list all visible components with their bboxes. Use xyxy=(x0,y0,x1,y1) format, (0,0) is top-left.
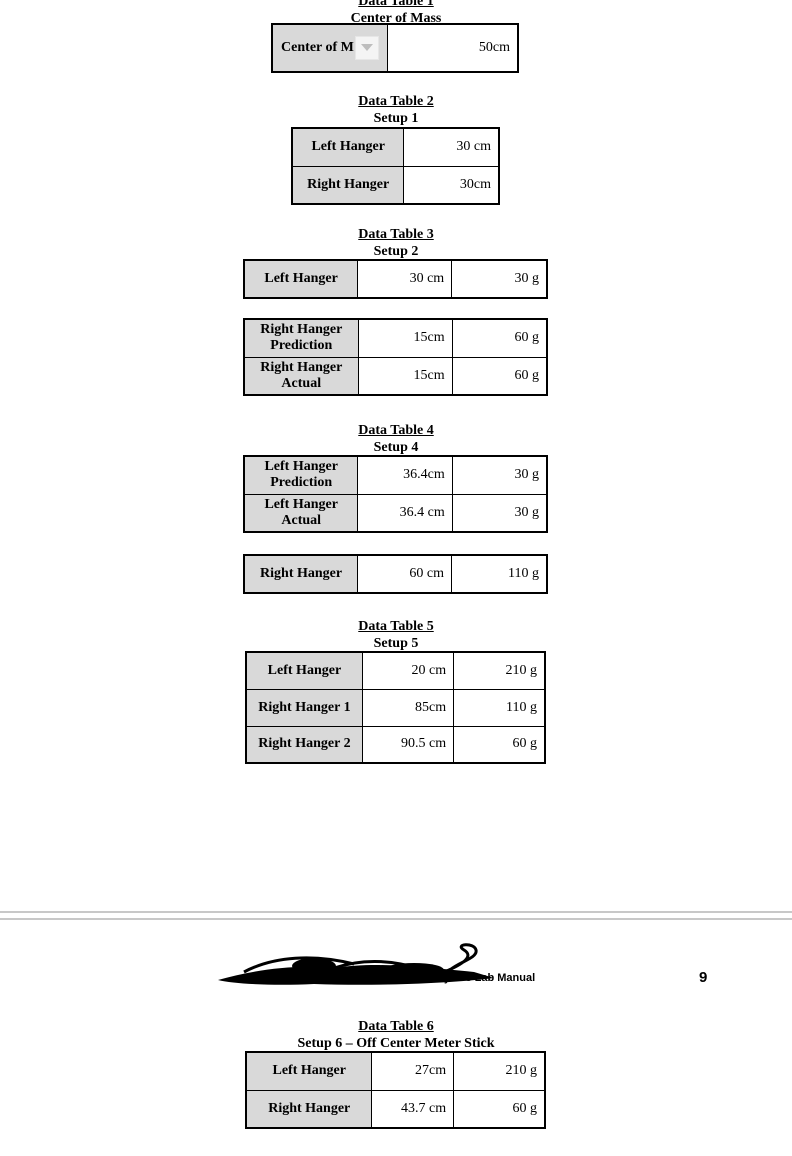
page-number: 9 xyxy=(699,969,708,986)
row-label-cell: Right Hanger xyxy=(245,1089,373,1129)
table-title: Data Table 5 Setup 5 xyxy=(0,618,792,652)
table-heading: Data Table 6 xyxy=(358,1019,434,1034)
row-label: Right Hanger xyxy=(268,1100,351,1116)
row-label-cell: Left Hanger xyxy=(291,127,405,167)
row-label-cell: Left Hanger Prediction xyxy=(243,455,359,495)
value-cell[interactable]: 60 cm xyxy=(357,554,453,594)
value-cell[interactable]: 210 g xyxy=(453,651,546,690)
row-label: Right Hanger Actual xyxy=(260,359,343,391)
table-title: Data Table 6 Setup 6 – Off Center Meter S… xyxy=(0,1018,792,1052)
row-label-cell: Right Hanger xyxy=(291,165,405,205)
value-cell[interactable]: 30cm xyxy=(403,165,500,205)
value-cell[interactable]: 60 g xyxy=(451,356,548,396)
dropdown-arrow-icon[interactable] xyxy=(354,36,379,60)
value-cell[interactable]: 60 g xyxy=(451,318,548,358)
row-label-cell: Right Hanger 1 xyxy=(245,688,363,727)
value-cell[interactable]: 20 cm xyxy=(361,651,455,690)
value-cell[interactable]: 15cm xyxy=(357,318,453,358)
table-row: Center of M 50cm xyxy=(271,23,519,73)
table-subheading: Center of Mass xyxy=(350,11,442,26)
redaction-scribble xyxy=(218,943,494,985)
table-heading: Data Table 5 xyxy=(358,619,434,634)
data-table: Center of M 50cm xyxy=(271,23,519,73)
row-label-cell: Right Hanger Prediction xyxy=(243,318,359,358)
value-cell[interactable]: 60 g xyxy=(453,725,546,764)
value-cell[interactable]: 50cm xyxy=(386,23,519,73)
row-label: Left Hanger xyxy=(264,271,338,286)
table-heading: Data Table 2 xyxy=(358,94,434,109)
row-label-cell: Left Hanger xyxy=(245,1051,373,1091)
table-subheading: Setup 4 xyxy=(373,440,419,455)
value-cell[interactable]: 210 g xyxy=(453,1051,546,1091)
value-cell[interactable]: 30 cm xyxy=(357,259,453,299)
row-label: Right Hanger Prediction xyxy=(260,322,343,354)
table-heading: Data Table 4 xyxy=(358,423,434,438)
value-cell[interactable]: 110 g xyxy=(451,554,548,594)
row-label-cell: Left Hanger xyxy=(245,651,363,690)
row-label-cell: Right Hanger 2 xyxy=(245,725,363,764)
table-row: Right Hanger 30cm xyxy=(291,165,500,205)
row-label: Left Hanger xyxy=(267,662,342,678)
table-heading: Data Table 3 xyxy=(358,227,434,242)
row-label: Right Hanger 2 xyxy=(258,736,351,752)
page-break-line xyxy=(0,918,792,920)
table-subheading: Setup 2 xyxy=(373,244,419,259)
data-table: Left Hanger 30 cm Right Hanger 30cm xyxy=(291,127,500,205)
table-heading: Data Table 1 xyxy=(358,0,434,9)
row-label: Left Hanger Prediction xyxy=(264,459,338,491)
table-subheading: Setup 1 xyxy=(373,111,419,126)
row-label: Right Hanger xyxy=(260,566,343,581)
row-label-cell: Left Hanger Actual xyxy=(243,493,359,533)
value-cell[interactable]: 60 g xyxy=(453,1089,546,1129)
row-label: Left Hanger xyxy=(311,139,385,155)
value-cell[interactable]: 30 g xyxy=(451,493,548,533)
row-label-cell: Center of M xyxy=(271,23,388,73)
table-title: Data Table 1 Center of Mass xyxy=(0,0,792,27)
value-cell[interactable]: 90.5 cm xyxy=(361,725,455,764)
footer-text: Physics Lab Manual xyxy=(430,972,536,984)
value-cell[interactable]: 30 cm xyxy=(403,127,500,167)
value-cell[interactable]: 43.7 cm xyxy=(371,1089,455,1129)
row-label-cell: Right Hanger Actual xyxy=(243,356,359,396)
table-row: Left Hanger 30 cm xyxy=(291,127,500,167)
table-title: Data Table 2 Setup 1 xyxy=(0,93,792,127)
row-label-cell: Right Hanger xyxy=(243,554,359,594)
value-cell[interactable]: 30 g xyxy=(451,259,548,299)
table-title: Data Table 3 Setup 2 xyxy=(0,226,792,260)
value-cell[interactable]: 36.4 cm xyxy=(357,493,453,533)
value-cell[interactable]: 36.4cm xyxy=(357,455,453,495)
row-label: Left Hanger xyxy=(272,1063,346,1079)
value-cell[interactable]: 110 g xyxy=(453,688,546,727)
row-label-cell: Left Hanger xyxy=(243,259,359,299)
row-label: Right Hanger xyxy=(307,176,390,192)
table-subheading: Setup 5 xyxy=(373,636,419,651)
value-cell[interactable]: 30 g xyxy=(451,455,548,495)
row-label: Right Hanger 1 xyxy=(258,699,351,715)
table-title: Data Table 4 Setup 4 xyxy=(0,422,792,456)
row-label: Left Hanger Actual xyxy=(264,496,338,528)
value-cell[interactable]: 15cm xyxy=(357,356,453,396)
table-subheading: Setup 6 – Off Center Meter Stick xyxy=(297,1036,495,1051)
page-break-line xyxy=(0,911,792,913)
row-label: Center of M xyxy=(281,40,354,56)
value-cell[interactable]: 27cm xyxy=(371,1051,455,1091)
value-cell[interactable]: 85cm xyxy=(361,688,455,727)
